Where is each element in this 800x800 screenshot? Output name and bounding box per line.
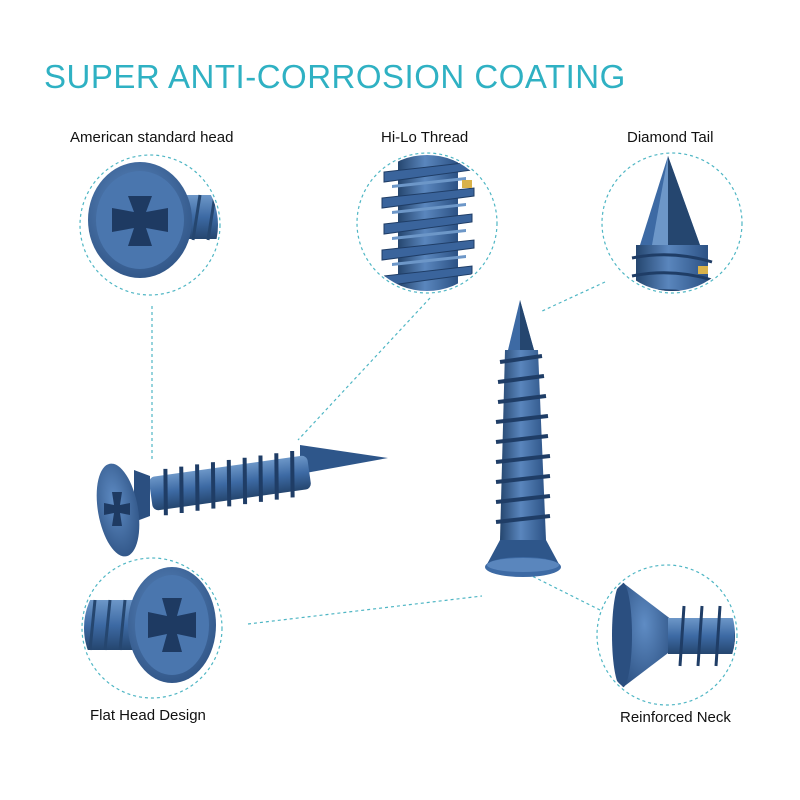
connector-lines [151,281,606,625]
tail-closeup-image [604,155,740,291]
circle-tail-detail [601,152,743,294]
horizontal-screw-image [96,445,388,557]
label-american-standard-head: American standard head [70,129,234,146]
flat-head-closeup-image [84,560,220,696]
label-flat-head-design: Flat Head Design [90,707,206,724]
circle-head-detail [79,154,221,296]
neck-closeup-image [599,567,735,703]
connector-thread [297,297,431,441]
circle-thread-detail [356,152,498,294]
page-title: SUPER ANTI-CORROSION COATING [44,58,626,95]
circle-flat-detail [81,557,223,699]
thread-closeup-image [359,155,495,291]
connector-flat [247,595,483,625]
connector-tail [539,281,606,313]
vertical-screw-image [485,300,561,577]
label-hi-lo-thread: Hi-Lo Thread [381,129,469,146]
label-reinforced-neck: Reinforced Neck [620,709,731,726]
circle-neck-detail [596,564,738,706]
label-diamond-tail: Diamond Tail [627,129,714,146]
head-closeup-image [82,157,218,293]
connector-neck [529,574,601,611]
